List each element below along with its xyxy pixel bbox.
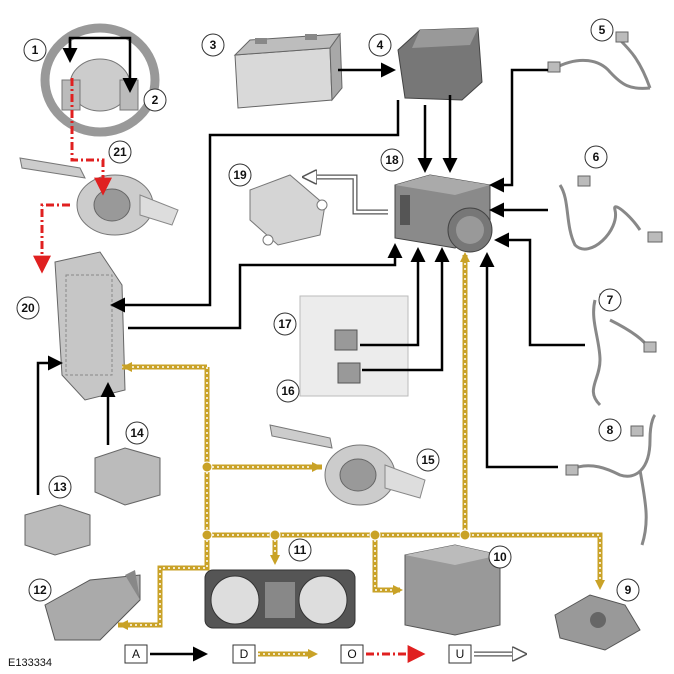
- callout-20: 20: [16, 296, 40, 320]
- callout-18: 18: [380, 148, 404, 172]
- legend: A D O U: [124, 644, 524, 664]
- legend-item-d: D: [232, 644, 318, 664]
- callout-circle: [598, 418, 622, 442]
- direct-links: [36, 36, 585, 495]
- databus-links: [118, 252, 605, 630]
- callout-circle: [16, 296, 40, 320]
- callout-12: 12: [28, 578, 52, 602]
- callout-number: 12: [33, 583, 47, 597]
- callout-number: 19: [233, 168, 247, 182]
- callout-15: 15: [416, 448, 440, 472]
- module-12: [44, 570, 141, 641]
- callout-number: 17: [278, 317, 292, 331]
- callout-number: 11: [294, 543, 307, 557]
- callout-number: 13: [53, 480, 67, 494]
- callout-circle: [598, 288, 622, 312]
- callout-8: 8: [598, 418, 622, 442]
- reference-code: E133334: [8, 657, 52, 669]
- callout-16: 16: [276, 379, 300, 403]
- legend-item-o: O: [340, 644, 426, 664]
- callout-19: 19: [228, 163, 252, 187]
- wheel-speed-sensor-6: [558, 175, 663, 251]
- battery: [233, 32, 343, 109]
- callout-10: 10: [488, 545, 512, 569]
- callout-circle: [23, 38, 47, 62]
- callout-circle: [584, 145, 608, 169]
- fuse-box-20: [54, 251, 126, 401]
- callout-circle: [28, 578, 52, 602]
- callout-number: 15: [421, 453, 435, 467]
- wheel-speed-sensor-8: [565, 413, 657, 546]
- callout-circle: [590, 18, 614, 42]
- abs-module-18: [394, 174, 493, 253]
- legend-letter-u: U: [456, 647, 465, 661]
- callout-14: 14: [125, 421, 149, 445]
- callout-circle: [201, 33, 225, 57]
- callout-number: 20: [21, 301, 35, 315]
- callout-number: 3: [210, 38, 217, 52]
- wheel-speed-sensor-7: [591, 293, 657, 407]
- battery-monitor: [397, 27, 483, 101]
- legend-letter-o: O: [347, 647, 356, 661]
- switch-14: [94, 447, 161, 506]
- steering-wheel: [40, 23, 160, 137]
- callout-11: 11: [288, 538, 312, 562]
- legend-letter-d: D: [240, 647, 249, 661]
- callout-circle: [125, 421, 149, 445]
- callout-6: 6: [584, 145, 608, 169]
- callout-circle: [288, 538, 312, 562]
- rf-links: [33, 78, 112, 274]
- callout-number: 6: [593, 150, 600, 164]
- callout-4: 4: [368, 33, 392, 57]
- callout-circle: [228, 163, 252, 187]
- callout-circle: [273, 312, 297, 336]
- callout-17: 17: [273, 312, 297, 336]
- callout-3: 3: [201, 33, 225, 57]
- callout-number: 2: [152, 93, 159, 107]
- callout-circle: [488, 545, 512, 569]
- legend-letter-a: A: [132, 647, 140, 661]
- legend-item-a: A: [124, 644, 208, 664]
- callout-number: 16: [281, 384, 295, 398]
- callout-number: 8: [607, 423, 614, 437]
- callout-13: 13: [48, 475, 72, 499]
- callout-circle: [416, 448, 440, 472]
- callout-number: 5: [599, 23, 606, 37]
- callout-circle: [108, 140, 132, 164]
- steering-column-switch-21: [19, 157, 179, 236]
- instrument-cluster-11: [204, 569, 356, 629]
- callout-circle: [616, 578, 640, 602]
- wheel-speed-sensor-5: [547, 31, 652, 90]
- callout-21: 21: [108, 140, 132, 164]
- callout-number: 21: [113, 145, 127, 159]
- callout-number: 1: [32, 43, 39, 57]
- callout-7: 7: [598, 288, 622, 312]
- legend-item-u: U: [448, 644, 524, 664]
- yaw-sensor-19: [249, 174, 328, 246]
- callout-9: 9: [616, 578, 640, 602]
- switch-13: [24, 504, 91, 556]
- callout-number: 4: [377, 38, 384, 52]
- callout-number: 14: [130, 426, 144, 440]
- callout-circle: [143, 88, 167, 112]
- callout-circle: [368, 33, 392, 57]
- callout-number: 18: [385, 153, 399, 167]
- callout-circle: [380, 148, 404, 172]
- callout-5: 5: [590, 18, 614, 42]
- actuator-9: [554, 594, 641, 651]
- callout-number: 7: [607, 293, 614, 307]
- hollow-link: [305, 177, 388, 215]
- callout-2: 2: [143, 88, 167, 112]
- steering-column-switch-15: [269, 424, 426, 506]
- control-module-10: [404, 544, 501, 636]
- callout-number: 9: [625, 583, 632, 597]
- callout-circle: [276, 379, 300, 403]
- callout-number: 10: [493, 550, 507, 564]
- callout-circle: [48, 475, 72, 499]
- callout-1: 1: [23, 38, 47, 62]
